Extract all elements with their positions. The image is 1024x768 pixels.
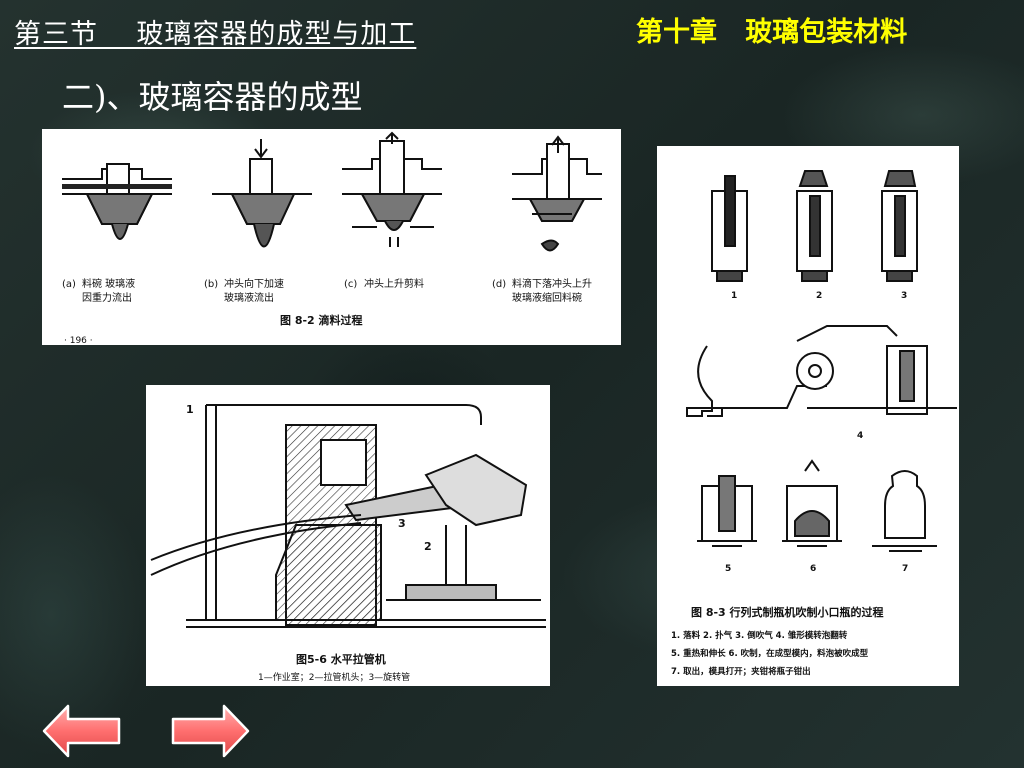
bottle-blowing-figure: 1 2 3 4 5 6 7 — [657, 146, 959, 686]
step-number-7: 7 — [902, 564, 908, 574]
step-d-tag: (d) — [492, 279, 506, 290]
step-number-4: 4 — [857, 431, 863, 441]
bottle-legend-line-3: 7. 取出，模具打开；夹钳将瓶子钳出 — [671, 666, 811, 677]
tube-figure-caption: 图5-6 水平拉管机 — [296, 652, 386, 666]
chapter-title: 第十章 玻璃包装材料 — [636, 17, 908, 48]
prev-slide-button[interactable] — [42, 703, 122, 759]
blowing-step-row-2 — [686, 325, 957, 417]
feeder-diagram-a — [62, 163, 172, 240]
step-number-3: 3 — [901, 291, 907, 301]
tube-drawing-machine-figure: 1 2 3 图5-6 水平拉管机 1—作业室；2—拉管机头；3—旋转管 — [146, 385, 550, 686]
step-number-5: 5 — [725, 564, 731, 574]
step-number-1: 1 — [731, 291, 737, 301]
step-b-line2: 玻璃液流出 — [224, 291, 274, 304]
step-c-tag: (c) — [344, 279, 357, 290]
bottle-legend-line-2: 5. 重热和伸长 6. 吹制，在成型模内，料泡被吹成型 — [671, 648, 869, 659]
feeder-diagram-d — [512, 135, 602, 252]
bottle-legend-line-1: 1. 落料 2. 扑气 3. 倒吹气 4. 雏形模转泡翻转 — [671, 630, 848, 641]
step-b-tag: (b) — [204, 279, 218, 290]
step-a-line1: 料碗 玻璃液 — [82, 277, 135, 290]
dripping-figure-caption: 图 8-2 滴料过程 — [280, 313, 363, 327]
dripping-process-figure: (a) 料碗 玻璃液 因重力流出 (b) 冲头向下加速 玻璃液流出 (c) 冲头… — [42, 129, 621, 345]
tube-machine-drawing — [150, 404, 546, 628]
tube-label-2: 2 — [424, 540, 432, 553]
step-d-line1: 料滴下落冲头上升 — [512, 277, 592, 290]
bottle-figure-caption: 图 8-3 行列式制瓶机吹制小口瓶的过程 — [691, 605, 884, 619]
step-b-line1: 冲头向下加速 — [224, 277, 284, 290]
left-arrow-icon — [42, 704, 121, 758]
feeder-diagram-b — [212, 139, 312, 248]
right-arrow-icon — [171, 704, 250, 758]
tube-label-3: 3 — [398, 517, 406, 530]
step-number-2: 2 — [816, 291, 822, 301]
page-number: · 196 · — [64, 336, 93, 345]
step-c-line1: 冲头上升剪料 — [364, 277, 424, 290]
step-d-line2: 玻璃液缩回料碗 — [512, 291, 582, 304]
feeder-diagram-c — [342, 131, 442, 247]
blowing-step-row-1 — [711, 170, 918, 282]
blowing-step-row-3 — [697, 459, 937, 552]
section-title: 第三节 玻璃容器的成型与加工 — [14, 19, 417, 50]
step-a-line2: 因重力流出 — [82, 291, 132, 304]
next-slide-button[interactable] — [170, 703, 250, 759]
tube-figure-legend: 1—作业室；2—拉管机头；3—旋转管 — [258, 671, 410, 683]
step-number-6: 6 — [810, 564, 816, 574]
subsection-title: 二)、玻璃容器的成型 — [62, 78, 363, 116]
tube-label-1: 1 — [186, 403, 194, 416]
step-a-tag: (a) — [62, 279, 76, 290]
